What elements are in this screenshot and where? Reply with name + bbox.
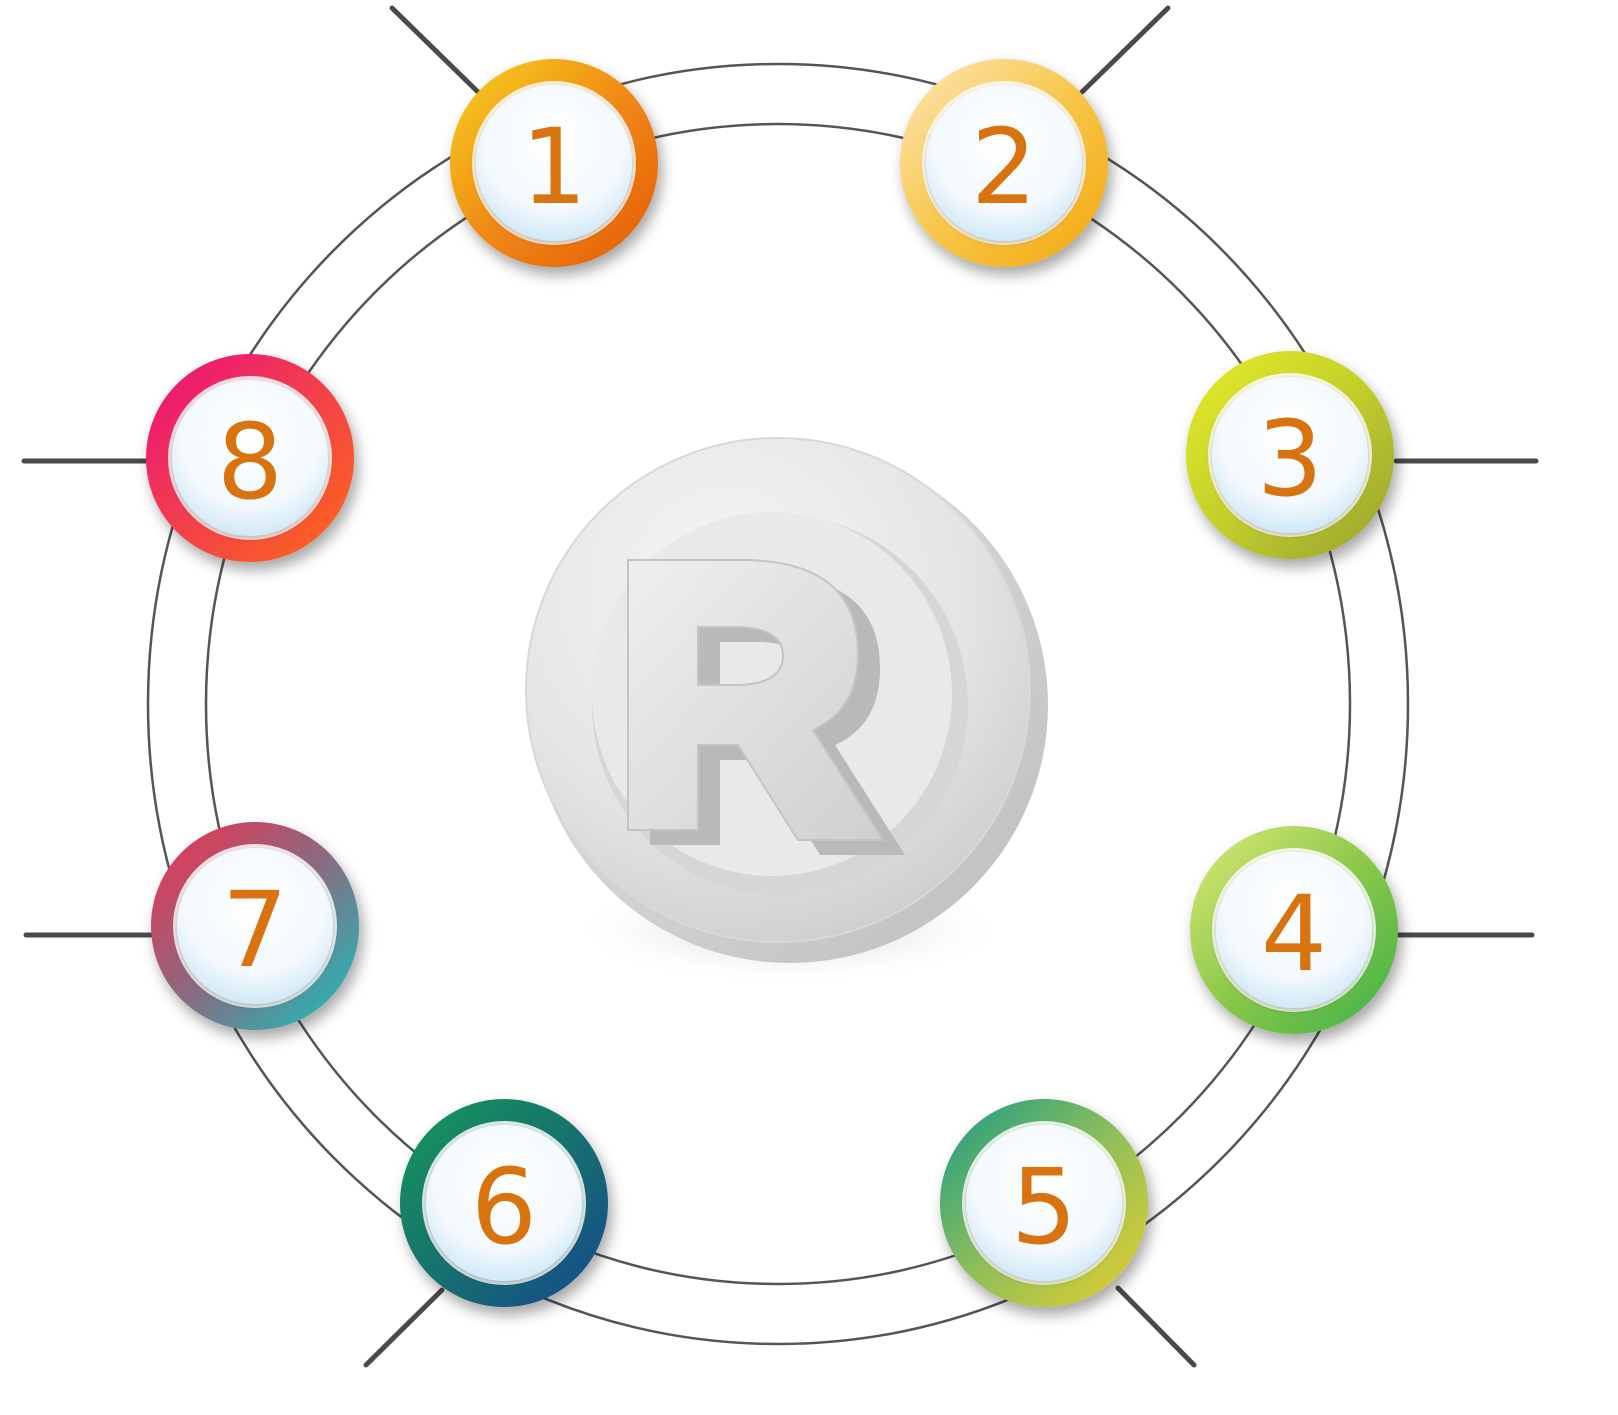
badge-number: 7: [222, 869, 288, 991]
outer-orbit-ring: [146, 62, 1410, 1346]
badge-number: 4: [1261, 873, 1327, 995]
inner-orbit-ring: [204, 122, 1352, 1286]
badge-number: 6: [471, 1146, 537, 1268]
badge-face: [476, 85, 632, 241]
badge-number: 5: [1011, 1146, 1077, 1268]
badge-face: [966, 1125, 1122, 1281]
badge-4: 4: [1190, 826, 1398, 1034]
spoke-5: [1115, 1285, 1197, 1368]
badge-number: 2: [971, 106, 1037, 228]
spoke-6: [363, 1287, 445, 1368]
badge-8: 8: [146, 354, 354, 562]
badge-5: 5: [940, 1099, 1148, 1307]
spoke-2: [1079, 5, 1171, 95]
numbered-badges: 1 2 3 4 5 6 7 8: [146, 59, 1398, 1307]
registered-trademark-icon: [525, 437, 1048, 985]
badge-6: 6: [400, 1099, 608, 1307]
badge-number: 1: [521, 106, 587, 228]
connector-spokes: [21, 5, 1539, 1368]
badge-7: 7: [151, 822, 359, 1030]
badge-face: [177, 848, 333, 1004]
badge-face: [926, 85, 1082, 241]
badge-face: [426, 1125, 582, 1281]
badge-face: [172, 380, 328, 536]
orbit-rings: [146, 62, 1410, 1346]
badge-number: 3: [1257, 398, 1323, 520]
badge-3: 3: [1186, 351, 1394, 559]
badge-face: [1212, 377, 1368, 533]
spoke-1: [389, 5, 481, 95]
badge-2: 2: [900, 59, 1108, 267]
badge-face: [1216, 852, 1372, 1008]
badge-number: 8: [217, 401, 283, 523]
badge-1: 1: [450, 59, 658, 267]
